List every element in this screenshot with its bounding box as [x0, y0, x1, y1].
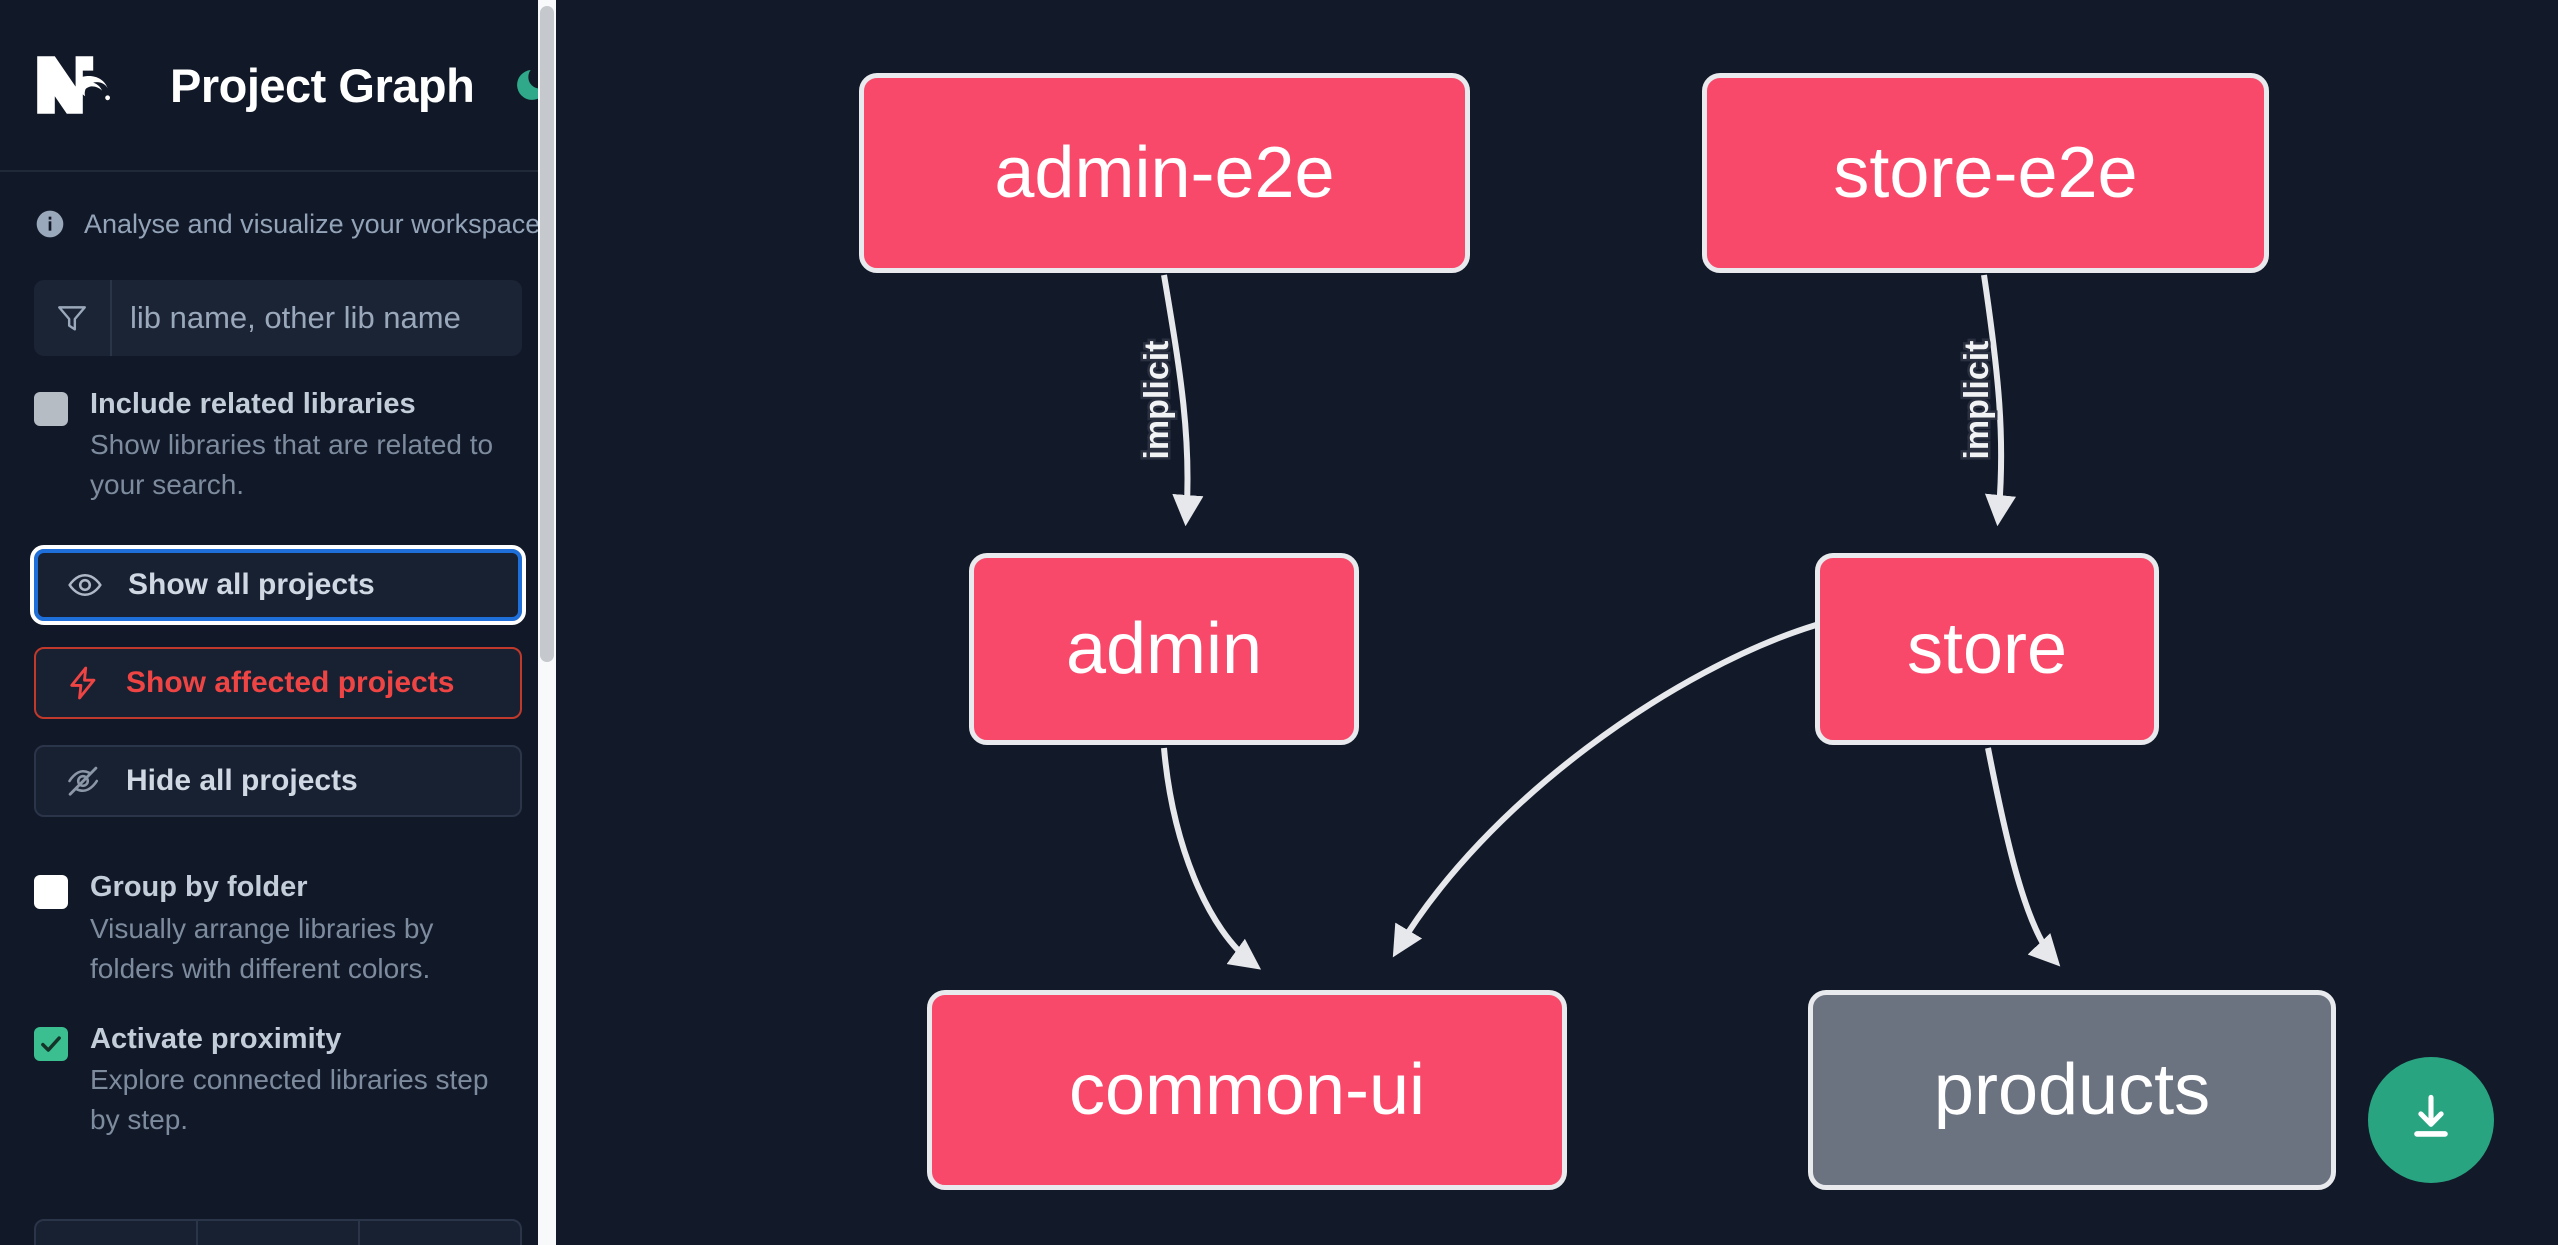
filter-funnel-icon [34, 280, 112, 356]
workspace-info: Analyse and visualize your workspace. [0, 172, 556, 276]
sidebar-scrollbar-thumb[interactable] [540, 6, 554, 662]
lightning-bolt-icon [64, 664, 102, 702]
option-activate-proximity[interactable]: Activate proximity Explore connected lib… [0, 1021, 556, 1140]
graph-node-store[interactable]: store [1815, 553, 2159, 745]
hide-all-projects-label: Hide all projects [126, 764, 358, 798]
edge-label-implicit-store: implicit [1958, 340, 1996, 459]
info-circle-icon [34, 208, 66, 240]
graph-edges: implicit implicit [1136, 274, 2061, 970]
hide-all-projects-button[interactable]: Hide all projects [34, 745, 522, 818]
show-all-projects-label: Show all projects [128, 568, 375, 602]
activate-proximity-label: Activate proximity [90, 1022, 342, 1055]
show-affected-projects-button[interactable]: Show affected projects [34, 647, 522, 720]
edge-store-e2e-to-store [1981, 274, 2017, 527]
edge-admin-to-common-ui [1161, 747, 1262, 970]
download-icon [2402, 1089, 2460, 1152]
option-include-related-libraries[interactable]: Include related libraries Show libraries… [0, 386, 556, 505]
nx-logo-icon [34, 52, 130, 118]
sidebar-header: Project Graph [0, 0, 556, 172]
eye-off-icon [64, 762, 102, 800]
graph-node-admin-e2e[interactable]: admin-e2e [859, 73, 1470, 273]
graph-node-admin[interactable]: admin [969, 553, 1359, 745]
sidebar-scrollbar-track[interactable] [538, 0, 556, 1245]
sidebar: Project Graph Analyse and visualize your… [0, 0, 556, 1245]
graph-node-common-ui[interactable]: common-ui [927, 990, 1567, 1190]
edge-admin-e2e-to-admin [1161, 274, 1204, 527]
proximity-stepper-control[interactable] [34, 1219, 522, 1245]
search-input[interactable] [112, 280, 522, 356]
eye-icon [66, 566, 104, 604]
include-related-libraries-checkbox[interactable] [34, 392, 68, 426]
show-all-projects-button[interactable]: Show all projects [30, 545, 526, 626]
download-button[interactable] [2368, 1057, 2494, 1183]
stepper-value[interactable] [198, 1221, 360, 1245]
include-related-libraries-description: Show libraries that are related to your … [90, 429, 494, 501]
edge-label-implicit-admin: implicit [1138, 340, 1176, 459]
workspace-info-text: Analyse and visualize your workspace. [84, 208, 548, 239]
edge-store-to-products [1985, 747, 2061, 967]
project-graph-canvas[interactable]: implicit implicit admin-e2e store-e2e ad… [556, 0, 2558, 1245]
graph-node-store-e2e[interactable]: store-e2e [1702, 73, 2269, 273]
edge-store-to-common-ui [1392, 622, 1817, 958]
activate-proximity-checkbox[interactable] [34, 1026, 68, 1061]
stepper-decrease-button[interactable] [36, 1221, 198, 1245]
show-affected-projects-label: Show affected projects [126, 666, 455, 700]
graph-node-products[interactable]: products [1808, 990, 2336, 1190]
group-by-folder-checkbox[interactable] [34, 875, 68, 910]
stepper-increase-button[interactable] [360, 1221, 520, 1245]
page-title: Project Graph [170, 58, 475, 112]
group-by-folder-label: Group by folder [90, 871, 308, 904]
option-group-by-folder[interactable]: Group by folder Visually arrange librari… [0, 869, 556, 988]
activate-proximity-description: Explore connected libraries step by step… [90, 1063, 489, 1135]
include-related-libraries-label: Include related libraries [90, 388, 416, 420]
search-field[interactable] [34, 280, 522, 356]
group-by-folder-description: Visually arrange libraries by folders wi… [90, 912, 434, 984]
